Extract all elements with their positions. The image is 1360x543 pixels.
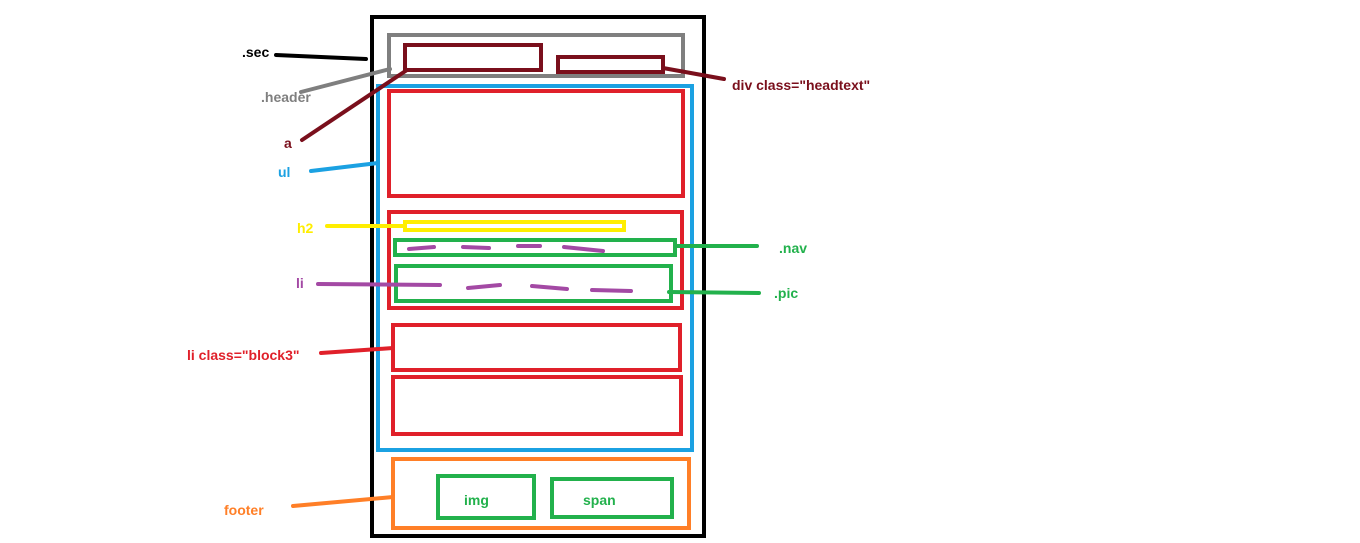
headtext-label: div class="headtext" xyxy=(732,77,871,93)
ul-box xyxy=(376,84,694,452)
block3-box xyxy=(391,323,682,372)
anchor-label: a xyxy=(284,135,292,151)
header-label: .header xyxy=(261,89,311,105)
span-label: span xyxy=(583,492,616,508)
img-label: img xyxy=(464,492,489,508)
anchor-connector xyxy=(300,68,409,142)
pic-li-dashes xyxy=(316,282,633,293)
ul-label: ul xyxy=(278,164,291,180)
h2-label: h2 xyxy=(297,220,314,236)
li-box-1 xyxy=(387,89,685,198)
headtext-connector xyxy=(661,66,726,81)
li-box-4 xyxy=(391,375,683,436)
sec-connector xyxy=(274,53,368,61)
nav-label: .nav xyxy=(779,240,808,256)
header-connector xyxy=(299,67,392,94)
sec-label: .sec xyxy=(242,44,270,60)
footer-connector xyxy=(291,495,395,508)
img-box xyxy=(436,474,536,520)
pic-label: .pic xyxy=(774,285,799,301)
pic-connector xyxy=(667,290,761,295)
anchor-box xyxy=(403,43,543,72)
h2-box xyxy=(403,220,626,232)
li-label: li xyxy=(296,275,304,291)
sec-box xyxy=(370,15,706,538)
header-box xyxy=(387,33,685,78)
block3-label: li class="block3" xyxy=(187,347,300,363)
span-box xyxy=(550,477,674,519)
footer-label: footer xyxy=(224,502,264,518)
nav-li-dashes xyxy=(407,244,605,253)
ul-connector xyxy=(309,161,380,173)
headtext-box xyxy=(556,55,665,74)
li-box-2 xyxy=(387,210,684,310)
block3-connector xyxy=(319,346,395,355)
footer-box xyxy=(391,457,691,530)
